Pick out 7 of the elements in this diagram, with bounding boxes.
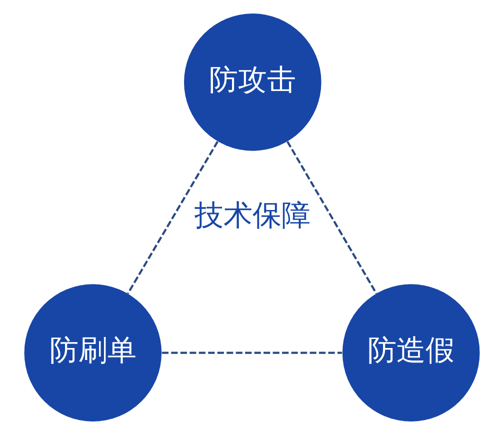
node-circle: 防刷单 — [24, 284, 162, 422]
node-circle: 防攻击 — [184, 14, 322, 151]
connector — [162, 352, 342, 354]
node-circle: 防造假 — [342, 284, 480, 422]
connector — [286, 141, 378, 294]
label: 技术保障 — [194, 200, 311, 232]
connector — [126, 141, 219, 294]
